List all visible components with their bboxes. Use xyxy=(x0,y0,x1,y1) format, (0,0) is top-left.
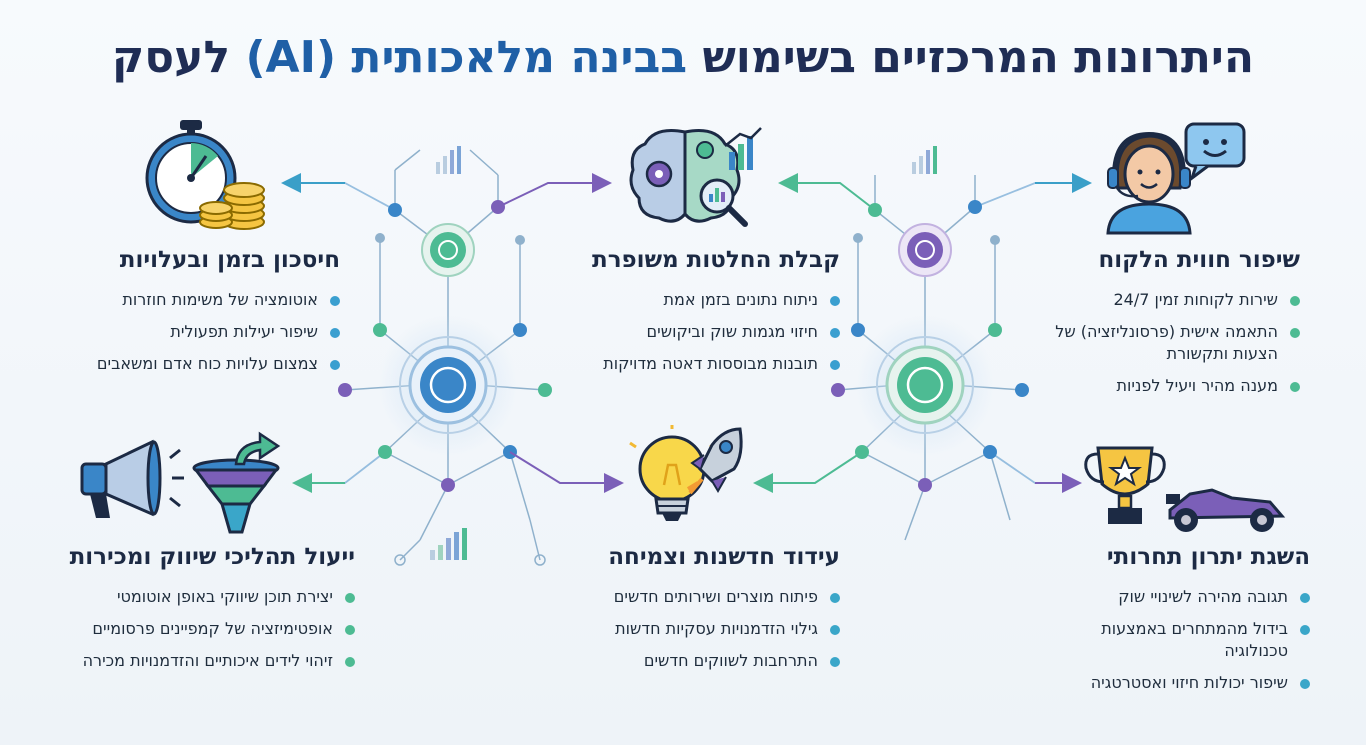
title-part-1: היתרונות המרכזיים בשימוש xyxy=(702,32,1255,83)
benefit-list: תגובה מהירה לשינויי שוק בידול מהמתחרים ב… xyxy=(1040,586,1310,694)
left-mini-bar-chart-top xyxy=(436,146,461,174)
stopwatch-coins-icon xyxy=(145,120,265,230)
benefit-list: פיתוח מוצרים ושירותים חדשים גילוי הזדמנו… xyxy=(540,586,840,672)
list-item: שיפור יכולות חיזוי ואסטרטגיה xyxy=(1040,672,1310,694)
section-arrows xyxy=(281,173,1092,493)
section-heading: שיפור חווית הלקוח xyxy=(1098,247,1300,273)
title-part-2: בבינה מלאכותית (AI) xyxy=(245,32,688,83)
section-competitive-advantage: השגת יתרון תחרותי תגובה מהירה לשינויי שו… xyxy=(1040,542,1310,704)
list-item: אופטימיזציה של קמפיינים פרסומיים xyxy=(25,618,355,640)
customer-support-agent-icon xyxy=(1106,122,1246,235)
list-item: גילוי הזדמנויות עסקיות חדשות xyxy=(540,618,840,640)
left-network-nodes xyxy=(338,200,552,566)
list-item: זיהוי לידים איכותיים והזדמנויות מכירה xyxy=(25,650,355,672)
list-item: ניתוח נתונים בזמן אמת xyxy=(540,289,840,311)
list-item: יצירת תוכן שיווקי באופן אוטומטי xyxy=(25,586,355,608)
section-marketing-sales: ייעול תהליכי שיווק ומכירות יצירת תוכן שי… xyxy=(25,542,355,682)
page-title: היתרונות המרכזיים בשימוש בבינה מלאכותית … xyxy=(0,30,1366,86)
section-decision-making: קבלת החלטות משופרת ניתוח נתונים בזמן אמת… xyxy=(540,245,840,385)
section-heading: חיסכון בזמן ובעלויות xyxy=(119,247,340,273)
left-mini-bar-chart-bottom xyxy=(430,528,467,560)
list-item: שירות לקוחות זמין 24/7 xyxy=(1040,289,1300,311)
list-item: התאמה אישית (פרסונליזציה) של הצעות ותקשו… xyxy=(1040,321,1300,365)
list-item: תגובה מהירה לשינויי שוק xyxy=(1040,586,1310,608)
benefit-list: ניתוח נתונים בזמן אמת חיזוי מגמות שוק וב… xyxy=(540,289,840,375)
list-item: בידול מהמתחרים באמצעות טכנולוגיה xyxy=(1040,618,1310,662)
benefit-list: אוטומציה של משימות חוזרות שיפור יעילות ת… xyxy=(60,289,340,375)
list-item: פיתוח מוצרים ושירותים חדשים xyxy=(540,586,840,608)
benefit-list: יצירת תוכן שיווקי באופן אוטומטי אופטימיז… xyxy=(25,586,355,672)
list-item: שיפור יעילות תפעולית xyxy=(60,321,340,343)
brain-analytics-icon xyxy=(629,127,762,227)
list-item: צמצום עלויות כוח אדם ומשאבים xyxy=(60,353,340,375)
list-item: התרחבות לשווקים חדשים xyxy=(540,650,840,672)
section-heading: קבלת החלטות משופרת xyxy=(591,247,840,273)
lightbulb-rocket-icon xyxy=(629,425,743,521)
list-item: מענה מהיר ויעיל לפניות xyxy=(1040,375,1300,397)
list-item: אוטומציה של משימות חוזרות xyxy=(60,289,340,311)
list-item: חיזוי מגמות שוק וביקושים xyxy=(540,321,840,343)
trophy-racecar-icon xyxy=(1084,446,1286,532)
section-heading: השגת יתרון תחרותי xyxy=(1106,544,1310,570)
title-part-3: לעסק xyxy=(111,32,231,83)
list-item: תובנות מבוססות דאטה מדויקות xyxy=(540,353,840,375)
section-time-cost-savings: חיסכון בזמן ובעלויות אוטומציה של משימות … xyxy=(60,245,340,385)
section-innovation-growth: עידוד חדשנות וצמיחה פיתוח מוצרים ושירותי… xyxy=(540,542,840,682)
section-heading: ייעול תהליכי שיווק ומכירות xyxy=(69,544,355,570)
section-heading: עידוד חדשנות וצמיחה xyxy=(608,544,840,570)
section-customer-experience: שיפור חווית הלקוח שירות לקוחות זמין 24/7… xyxy=(1040,245,1300,407)
right-mini-bar-chart xyxy=(912,146,937,174)
megaphone-funnel-icon xyxy=(80,431,281,534)
benefit-list: שירות לקוחות זמין 24/7 התאמה אישית (פרסו… xyxy=(1040,289,1300,397)
